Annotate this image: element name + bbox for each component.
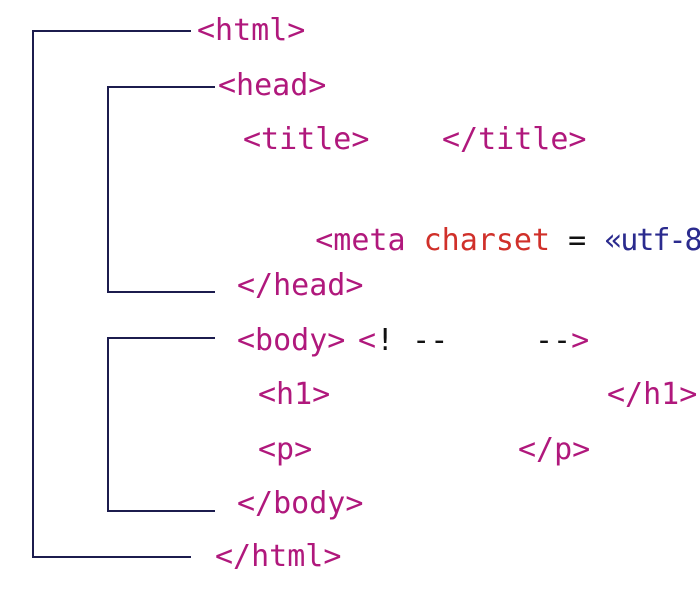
- head-open-tag: <head>: [218, 68, 327, 103]
- html-bracket-bottom: [33, 556, 191, 558]
- title-open-tag: <title>: [243, 122, 370, 157]
- h1-open-tag: <h1>: [258, 377, 331, 412]
- comment-lt: <: [358, 323, 377, 358]
- comment-close: -->: [535, 324, 589, 358]
- body-close-tag: </body>: [237, 486, 364, 521]
- meta-equals: =: [568, 223, 587, 258]
- html-bracket-vertical: [32, 30, 34, 558]
- p-close-tag: </p>: [518, 432, 591, 467]
- html-close-tag: </html>: [215, 539, 342, 574]
- head-bracket-vertical: [107, 86, 109, 293]
- comment-bang-dashes: ! --: [376, 323, 449, 358]
- comment-dashes: --: [535, 323, 572, 358]
- meta-attribute: charset: [423, 223, 551, 258]
- h1-close-tag: </h1>: [607, 377, 698, 412]
- body-open-tag: <body>: [237, 323, 346, 358]
- meta-tag: <meta charset = «utf-8»>: [243, 190, 700, 292]
- head-bracket-top: [108, 86, 215, 88]
- body-bracket-vertical: [107, 337, 109, 512]
- meta-value: «utf-8»: [604, 223, 700, 258]
- head-bracket-bottom: [108, 291, 215, 293]
- head-close-tag: </head>: [237, 268, 364, 303]
- html-open-tag: <html>: [197, 13, 306, 48]
- body-bracket-bottom: [108, 510, 215, 512]
- meta-open: <meta: [315, 223, 406, 258]
- title-close-tag: </title>: [442, 122, 587, 157]
- comment-gt: >: [571, 323, 590, 358]
- html-bracket-top: [33, 30, 191, 32]
- body-bracket-top: [108, 337, 215, 339]
- comment-open: <! --: [358, 324, 448, 358]
- p-open-tag: <p>: [258, 432, 313, 467]
